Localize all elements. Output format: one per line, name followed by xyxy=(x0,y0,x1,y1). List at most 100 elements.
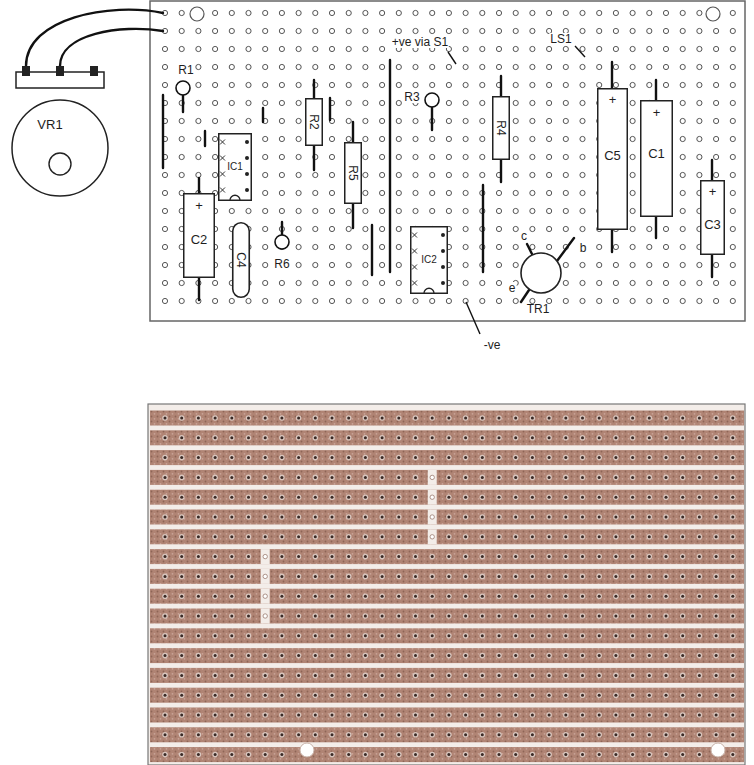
hole-ring xyxy=(563,574,569,580)
hole-centre xyxy=(247,496,250,499)
board-hole xyxy=(246,28,251,33)
strip-hole xyxy=(730,455,736,461)
board-hole xyxy=(313,226,318,231)
hole-centre xyxy=(280,456,283,459)
hole-ring xyxy=(162,455,168,461)
board-hole xyxy=(513,244,518,249)
strip-hole xyxy=(697,613,703,619)
hole-centre xyxy=(564,417,567,420)
board-hole xyxy=(463,226,468,231)
copper-strip xyxy=(150,411,744,426)
hole-ring xyxy=(363,574,369,580)
hole-centre xyxy=(631,456,634,459)
strip-hole xyxy=(546,574,552,580)
board-hole xyxy=(647,226,652,231)
strip-hole xyxy=(162,673,168,679)
strip-hole xyxy=(329,613,335,619)
board-hole xyxy=(346,262,351,267)
board-hole xyxy=(547,64,552,69)
strip-hole xyxy=(613,415,619,421)
hole-centre xyxy=(514,535,517,538)
hole-centre xyxy=(698,476,701,479)
board-hole xyxy=(680,244,685,249)
board-hole xyxy=(563,64,568,69)
hole-ring xyxy=(680,593,686,599)
hole-centre xyxy=(347,476,350,479)
hole-centre xyxy=(581,595,584,598)
hole-centre xyxy=(331,555,334,558)
board-hole xyxy=(697,280,702,285)
hole-ring xyxy=(212,475,218,481)
hole-ring xyxy=(680,415,686,421)
hole-centre xyxy=(598,575,601,578)
strip-hole xyxy=(530,653,536,659)
strip-hole xyxy=(663,653,669,659)
board-hole xyxy=(580,190,585,195)
hole-centre xyxy=(564,516,567,519)
hole-ring xyxy=(296,514,302,520)
hole-centre xyxy=(414,516,417,519)
strip-hole xyxy=(196,574,202,580)
hole-centre xyxy=(614,654,617,657)
hole-centre xyxy=(364,654,367,657)
hole-ring xyxy=(429,653,435,659)
hole-centre xyxy=(230,555,233,558)
hole-centre xyxy=(581,516,584,519)
strip-hole xyxy=(262,633,268,639)
strip-hole xyxy=(546,494,552,500)
copper-strip xyxy=(150,688,744,703)
hole-ring xyxy=(162,653,168,659)
board-hole xyxy=(697,262,702,267)
hole-centre xyxy=(648,575,651,578)
hole-ring xyxy=(396,514,402,520)
hole-ring xyxy=(647,415,653,421)
hole-ring xyxy=(630,554,636,560)
strip-hole xyxy=(580,633,586,639)
hole-centre xyxy=(648,615,651,618)
hole-centre xyxy=(230,436,233,439)
hole-centre xyxy=(197,456,200,459)
board-hole xyxy=(413,298,418,303)
hole-centre xyxy=(397,595,400,598)
strip-hole xyxy=(613,455,619,461)
strip-hole xyxy=(346,494,352,500)
strip-hole xyxy=(680,455,686,461)
hole-ring xyxy=(212,633,218,639)
hole-centre xyxy=(314,634,317,637)
board-hole xyxy=(296,244,301,249)
strip-hole xyxy=(713,653,719,659)
board-hole xyxy=(463,154,468,159)
hole-centre xyxy=(197,595,200,598)
strip-hole xyxy=(613,435,619,441)
strip-hole xyxy=(446,475,452,481)
hole-centre xyxy=(381,516,384,519)
hole-ring xyxy=(530,653,536,659)
board-hole xyxy=(162,262,167,267)
hole-ring xyxy=(463,455,469,461)
strip-hole xyxy=(613,613,619,619)
hole-ring xyxy=(229,633,235,639)
strip-hole xyxy=(480,415,486,421)
board-hole xyxy=(580,64,585,69)
copper-strip xyxy=(150,470,744,485)
hole-ring xyxy=(379,475,385,481)
hole-ring xyxy=(262,534,268,540)
hole-ring xyxy=(530,554,536,560)
board-hole xyxy=(513,10,518,15)
hole-centre xyxy=(180,674,183,677)
strip-hole xyxy=(196,475,202,481)
hole-centre xyxy=(280,555,283,558)
hole-centre xyxy=(447,496,450,499)
board-hole xyxy=(613,82,618,87)
hole-centre xyxy=(698,436,701,439)
board-hole xyxy=(179,118,184,123)
board-hole xyxy=(213,64,218,69)
board-hole xyxy=(513,28,518,33)
board-hole xyxy=(396,64,401,69)
board-hole xyxy=(296,28,301,33)
board-hole xyxy=(346,298,351,303)
board-hole xyxy=(313,190,318,195)
board-hole xyxy=(313,28,318,33)
board-hole xyxy=(346,46,351,51)
board-hole xyxy=(630,208,635,213)
